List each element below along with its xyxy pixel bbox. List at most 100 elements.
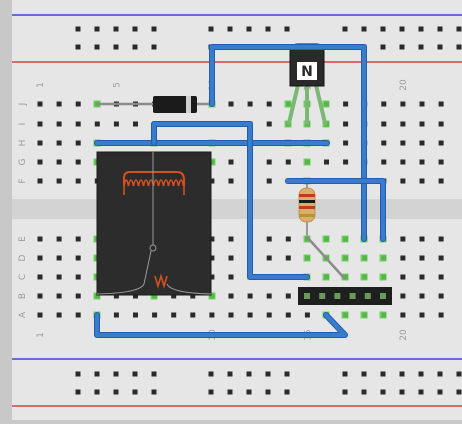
- rail-hole: [418, 44, 424, 50]
- breadboard-hole: [75, 121, 81, 127]
- resistor-band-2: [299, 200, 315, 203]
- connected-hole: [360, 254, 368, 262]
- breadboard-hole: [56, 236, 62, 242]
- breadboard-hole: [133, 293, 138, 299]
- row-label: I: [18, 123, 28, 126]
- breadboard-hole: [400, 178, 406, 184]
- rail-hole: [208, 371, 214, 377]
- breadboard-hole: [228, 236, 234, 242]
- transistor[interactable]: N: [287, 43, 327, 125]
- breadboard-hole: [37, 101, 43, 107]
- rail-hole: [75, 371, 81, 377]
- breadboard-hole: [75, 312, 81, 318]
- breadboard-hole: [37, 255, 43, 261]
- breadboard-hole: [266, 236, 272, 242]
- wire-diode-to-transistor[interactable]: [209, 44, 367, 242]
- rail-hole: [418, 371, 424, 377]
- rail-hole: [75, 389, 81, 395]
- wire-resistor-to-header[interactable]: [285, 178, 386, 242]
- relay[interactable]: [96, 151, 212, 296]
- resistor-lead-bent: [306, 236, 346, 280]
- rail-hole: [437, 371, 443, 377]
- rail-hole: [265, 26, 271, 32]
- breadboard-hole: [438, 178, 444, 184]
- breadboard-hole: [438, 121, 444, 127]
- breadboard-hole: [400, 236, 406, 242]
- resistor-band-tolerance: [299, 214, 315, 217]
- breadboard-hole: [266, 101, 272, 107]
- breadboard-hole: [37, 121, 43, 127]
- connected-hole: [208, 158, 216, 166]
- rail-hole: [399, 44, 405, 50]
- connected-hole: [379, 273, 387, 281]
- breadboard-hole: [171, 312, 177, 318]
- relay-pivot: [149, 244, 157, 252]
- breadboard-hole: [400, 293, 406, 299]
- breadboard-hole: [419, 293, 425, 299]
- breadboard-hole: [419, 312, 425, 318]
- connected-hole: [322, 273, 330, 281]
- rail-hole: [399, 26, 405, 32]
- wire-relay-mid[interactable]: [151, 121, 310, 280]
- breadboard-hole: [400, 255, 406, 261]
- header-pin: [364, 293, 371, 299]
- relay-contact-spring: [154, 273, 168, 289]
- center-trench: [12, 199, 462, 219]
- breadboard-hole: [285, 312, 291, 318]
- breadboard-hole: [266, 159, 272, 165]
- breadboard-hole: [133, 121, 138, 127]
- breadboard-hole: [75, 101, 81, 107]
- relay-nc-contact-line: [166, 283, 212, 295]
- breadboard-hole: [113, 293, 119, 299]
- rail-hole: [418, 26, 424, 32]
- breadboard-hole: [419, 178, 425, 184]
- row-label: E: [18, 236, 28, 242]
- breadboard-hole: [419, 121, 425, 127]
- pin-header[interactable]: [298, 287, 392, 305]
- rail-hole: [208, 389, 214, 395]
- row-label: J: [18, 103, 28, 107]
- breadboard-hole: [228, 312, 234, 318]
- diode[interactable]: [97, 96, 212, 113]
- header-pin: [349, 293, 356, 299]
- breadboard-hole: [56, 140, 62, 146]
- resistor[interactable]: [298, 184, 346, 280]
- row-label: G: [18, 158, 28, 165]
- breadboard-hole: [37, 274, 43, 280]
- rail-hole: [380, 389, 386, 395]
- connected-hole: [150, 292, 158, 300]
- breadboard-hole: [75, 178, 81, 184]
- breadboard-hole: [438, 236, 444, 242]
- breadboard-hole: [381, 140, 387, 146]
- rail-hole: [132, 44, 138, 50]
- row-label: D: [18, 254, 28, 261]
- breadboard-hole: [113, 121, 119, 127]
- rail-hole: [132, 26, 138, 32]
- rail-hole: [380, 44, 386, 50]
- breadboard-hole: [228, 178, 234, 184]
- rail-hole: [284, 371, 290, 377]
- connected-hole: [303, 158, 311, 166]
- rail-hole: [342, 26, 348, 32]
- rail-hole: [456, 26, 462, 32]
- connected-hole: [360, 273, 368, 281]
- breadboard-hole: [133, 312, 138, 318]
- breadboard-hole: [419, 255, 425, 261]
- breadboard-hole: [75, 293, 81, 299]
- breadboard-hole: [266, 178, 272, 184]
- rail-hole: [246, 26, 252, 32]
- breadboard-hole: [37, 140, 43, 146]
- breadboard-hole: [228, 293, 234, 299]
- rail-hole: [113, 371, 119, 377]
- breadboard-hole: [343, 159, 349, 165]
- breadboard-hole: [171, 293, 177, 299]
- breadboard-hole: [56, 293, 62, 299]
- wire-bottom-loop[interactable]: [94, 312, 348, 338]
- rail-hole: [361, 26, 367, 32]
- transistor-pin-collector: [314, 83, 327, 125]
- breadboard-hole: [209, 255, 215, 261]
- rail-hole: [75, 26, 81, 32]
- rail-hole: [132, 389, 138, 395]
- breadboard-hole: [37, 159, 43, 165]
